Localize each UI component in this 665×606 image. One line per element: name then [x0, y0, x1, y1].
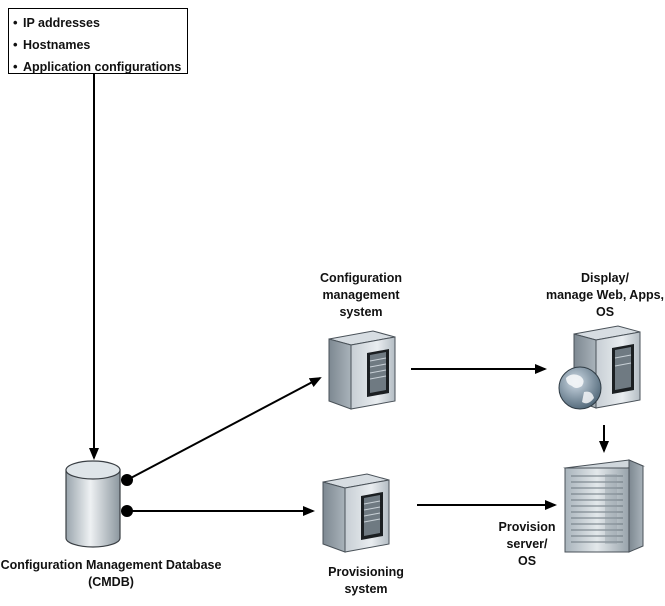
cmdb-label-line: Configuration Management Database: [0, 558, 222, 572]
attributes-callout: IP addresses Hostnames Application confi…: [8, 8, 188, 74]
provision-server-label-line: OS: [517, 554, 537, 568]
config-mgmt-label-line: system: [339, 305, 383, 319]
provisioning-label: Provisioning system: [306, 564, 426, 598]
provision-server-label: Provision server/ OS: [492, 519, 562, 570]
list-item: IP addresses: [13, 12, 187, 34]
display-label-line: OS: [595, 305, 615, 319]
provisioning-label-line: system: [344, 582, 388, 596]
attributes-list: IP addresses Hostnames Application confi…: [9, 9, 187, 78]
cmdb-to-config-arrow: [126, 377, 322, 481]
server-tower-icon: [322, 473, 390, 553]
display-label-line: manage Web, Apps,: [545, 288, 665, 302]
config-mgmt-label-line: Configuration: [320, 271, 402, 285]
provision-server-label-line: server/: [506, 537, 548, 551]
rack-server-icon: [563, 459, 645, 553]
globe-server-icon: [558, 325, 641, 410]
database-cylinder-icon: [65, 460, 121, 548]
provision-server-label-line: Provision: [498, 520, 556, 534]
provisioning-label-line: Provisioning: [328, 565, 404, 579]
display-label: Display/ manage Web, Apps, OS: [540, 270, 665, 321]
config-mgmt-label: Configuration management system: [296, 270, 426, 321]
cmdb-label-line: (CMDB): [88, 575, 134, 589]
display-label-line: Display/: [581, 271, 629, 285]
cmdb-label: Configuration Management Database (CMDB): [0, 557, 222, 591]
server-tower-icon: [328, 330, 396, 410]
list-item: Hostnames: [13, 34, 187, 56]
list-item: Application configurations: [13, 56, 187, 78]
config-mgmt-label-line: management: [322, 288, 400, 302]
cmdb-port-dot: [121, 505, 133, 517]
cmdb-port-dot: [121, 474, 133, 486]
